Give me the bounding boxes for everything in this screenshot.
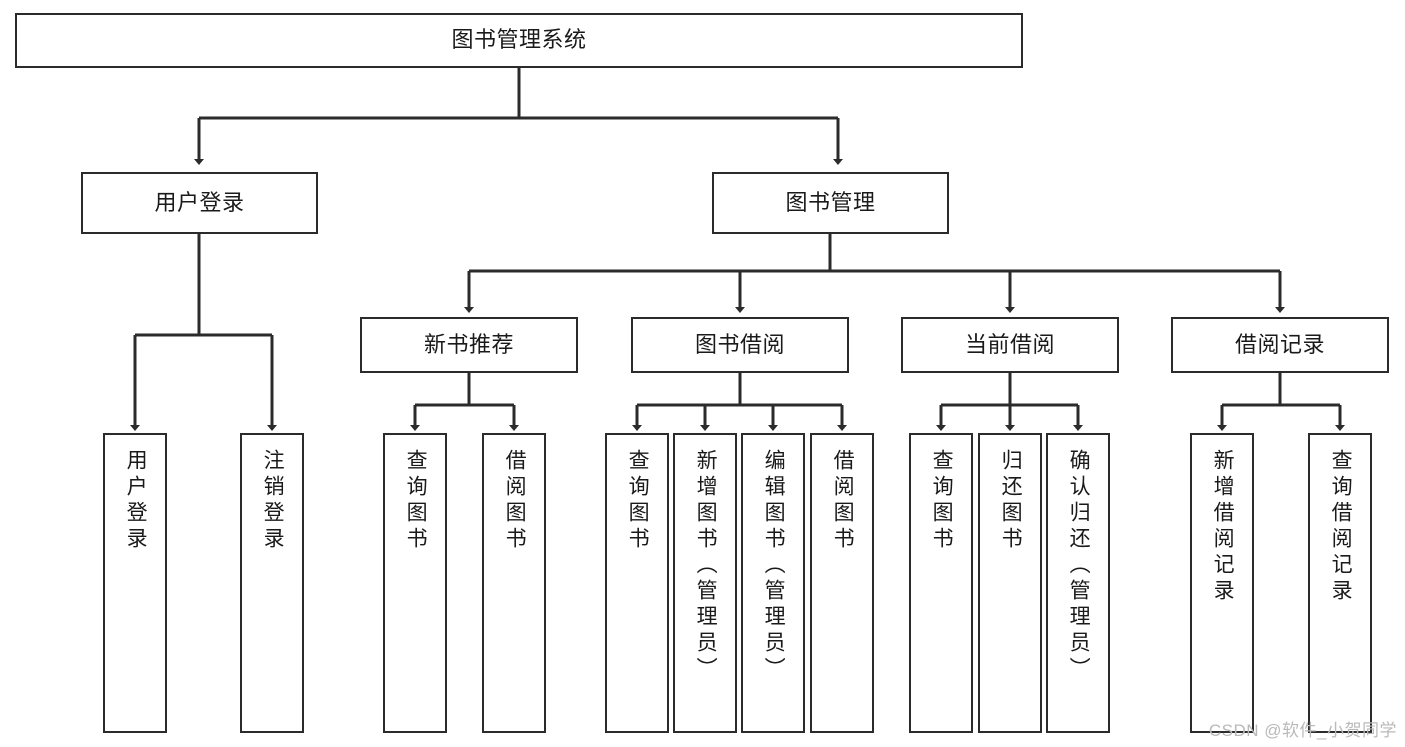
node-book-management[interactable]: 图书管理: [712, 172, 949, 234]
node-label: 新增图书（管理员）: [694, 449, 718, 683]
node-label: 用户登录: [124, 449, 148, 553]
node-label: 图书借阅: [694, 331, 785, 357]
leaf-records-query-record[interactable]: 查询借阅记录: [1308, 433, 1372, 733]
leaf-new-book-borrow[interactable]: 借阅图书: [482, 433, 546, 733]
csdn-watermark: CSDN @软件_小贺同学: [1208, 721, 1397, 740]
node-label: 注销登录: [261, 449, 285, 553]
node-label: 图书管理: [785, 189, 876, 215]
leaf-user-login-signin[interactable]: 用户登录: [103, 433, 167, 733]
node-label: 图书管理系统: [451, 27, 587, 53]
node-label: 查询图书: [404, 449, 428, 553]
node-borrow-records[interactable]: 借阅记录: [1171, 317, 1389, 373]
leaf-borrow-query-book[interactable]: 查询图书: [605, 433, 669, 733]
leaf-user-login-signout[interactable]: 注销登录: [240, 433, 304, 733]
node-label: 查询图书: [930, 449, 954, 553]
node-new-book-recommend[interactable]: 新书推荐: [360, 317, 578, 373]
leaf-current-query-book[interactable]: 查询图书: [909, 433, 973, 733]
leaf-borrow-edit-book-admin[interactable]: 编辑图书（管理员）: [741, 433, 805, 733]
node-label: 查询借阅记录: [1329, 449, 1353, 605]
leaf-current-return-book[interactable]: 归还图书: [978, 433, 1042, 733]
node-label: 用户登录: [154, 189, 245, 215]
node-label: 借阅图书: [831, 449, 855, 553]
node-label: 编辑图书（管理员）: [762, 449, 786, 683]
node-label: 借阅记录: [1234, 331, 1325, 357]
leaf-borrow-borrow-book[interactable]: 借阅图书: [810, 433, 874, 733]
leaf-records-add-record[interactable]: 新增借阅记录: [1190, 433, 1254, 733]
node-root-system[interactable]: 图书管理系统: [15, 13, 1023, 68]
node-label: 确认归还（管理员）: [1067, 449, 1091, 683]
node-label: 借阅图书: [503, 449, 527, 553]
leaf-borrow-add-book-admin[interactable]: 新增图书（管理员）: [673, 433, 737, 733]
leaf-current-confirm-return-admin[interactable]: 确认归还（管理员）: [1046, 433, 1110, 733]
node-current-borrow[interactable]: 当前借阅: [901, 317, 1119, 373]
node-label: 新书推荐: [423, 331, 514, 357]
leaf-new-book-query[interactable]: 查询图书: [383, 433, 447, 733]
node-label: 新增借阅记录: [1211, 449, 1235, 605]
node-book-borrow[interactable]: 图书借阅: [631, 317, 849, 373]
node-label: 查询图书: [626, 449, 650, 553]
node-user-login[interactable]: 用户登录: [81, 172, 318, 234]
node-label: 归还图书: [999, 449, 1023, 553]
node-label: 当前借阅: [964, 331, 1055, 357]
